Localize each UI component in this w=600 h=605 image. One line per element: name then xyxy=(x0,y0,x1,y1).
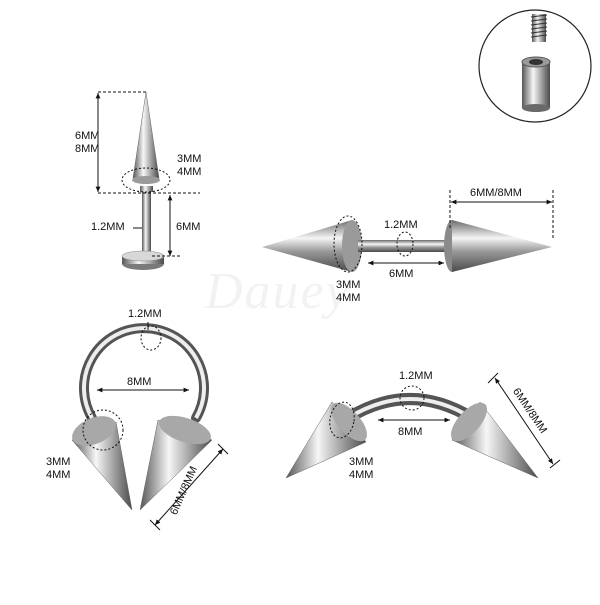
curved-base-b-label: 4MM xyxy=(349,469,374,481)
labret-bar-label: 6MM xyxy=(176,221,201,233)
labret-base-b-label: 4MM xyxy=(177,166,202,178)
labret-base-a-label: 3MM xyxy=(177,153,202,165)
horseshoe-diameter-label: 8MM xyxy=(127,376,152,388)
horseshoe-base-b-label: 4MM xyxy=(46,469,71,481)
barbell-gauge-label: 1.2MM xyxy=(384,219,418,231)
straight-barbell xyxy=(262,220,552,272)
labret-gauge-label: 1.2MM xyxy=(91,221,125,233)
barbell-dimensions xyxy=(333,190,554,273)
curved-gauge-label: 1.2MM xyxy=(399,370,433,382)
barbell-spike-label: 6MM/8MM xyxy=(470,187,522,199)
labret-stud xyxy=(121,91,165,270)
horseshoe-gauge-label: 1.2MM xyxy=(128,308,162,320)
horseshoe-base-a-label: 3MM xyxy=(46,456,71,468)
threaded-pin xyxy=(530,14,548,42)
horseshoe-dimensions xyxy=(82,322,229,531)
curved-length-label: 8MM xyxy=(398,426,423,438)
barbell-bar-label: 6MM xyxy=(389,268,414,280)
watermark-text: Dauey xyxy=(205,263,351,320)
barbell-base-a-label: 3MM xyxy=(336,279,361,291)
labret-length-a-label: 6MM xyxy=(75,130,100,142)
labret-length-b-label: 8MM xyxy=(75,143,100,155)
curved-dimensions xyxy=(329,372,561,469)
threaded-socket xyxy=(521,56,551,112)
barbell-base-b-label: 4MM xyxy=(336,292,361,304)
labret-dimensions xyxy=(95,91,200,257)
thread-detail-inset xyxy=(478,9,592,123)
curved-base-a-label: 3MM xyxy=(349,456,374,468)
